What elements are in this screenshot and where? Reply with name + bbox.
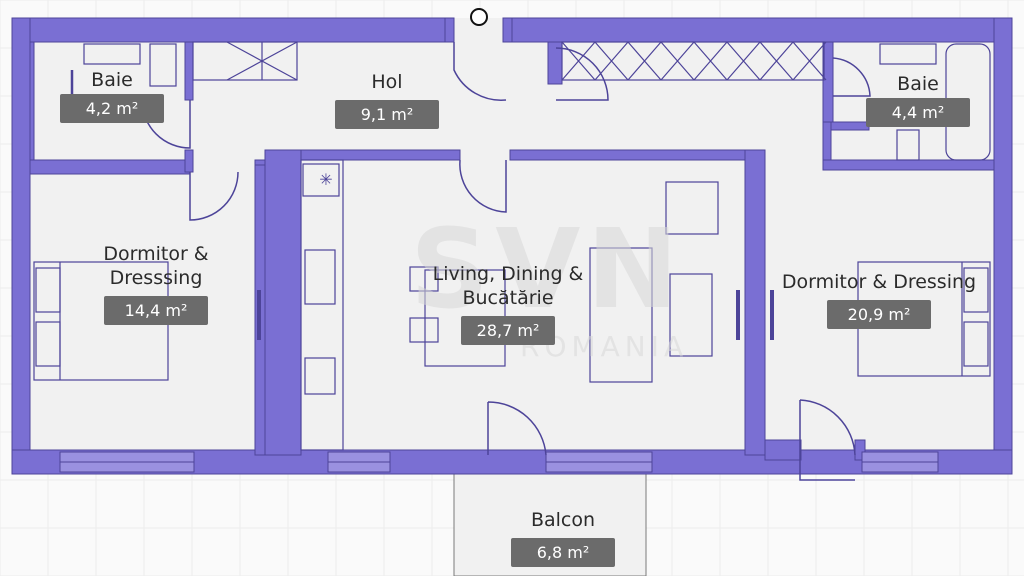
circle-marker-icon [470,8,488,26]
room-balcon: Balcon 6,8 m² [508,508,618,567]
room-baie-left: Baie 4,2 m² [60,68,164,123]
room-area: 4,2 m² [60,94,164,123]
room-area: 20,9 m² [827,300,931,329]
room-area: 9,1 m² [335,100,439,129]
room-area: 4,4 m² [866,98,970,127]
room-dormitor-right: Dormitor & Dressing 20,9 m² [766,270,992,329]
room-name: Balcon [530,509,596,531]
sliding-doors [257,290,774,340]
room-name: Living, Dining & Bucătărie [432,263,584,309]
room-name: Dormitor & Dresssing [103,243,209,289]
room-area: 6,8 m² [511,538,615,567]
room-area: 14,4 m² [104,296,208,325]
room-area: 28,7 m² [461,316,555,345]
room-baie-right: Baie 4,4 m² [866,72,970,127]
furniture [33,41,991,451]
room-name: Baie [897,73,939,95]
windows [59,451,939,473]
room-living: Living, Dining & Bucătărie 28,7 m² [408,262,608,345]
room-name: Dormitor & Dressing [781,271,977,293]
watermark-brand: SVN [410,205,685,333]
snowflake-icon: ✳ [319,170,332,189]
room-hol: Hol 9,1 m² [335,70,439,129]
floor-area [12,18,1012,474]
room-name: Baie [91,69,133,91]
room-name: Hol [371,71,403,93]
room-dormitor-left: Dormitor & Dresssing 14,4 m² [86,242,226,325]
